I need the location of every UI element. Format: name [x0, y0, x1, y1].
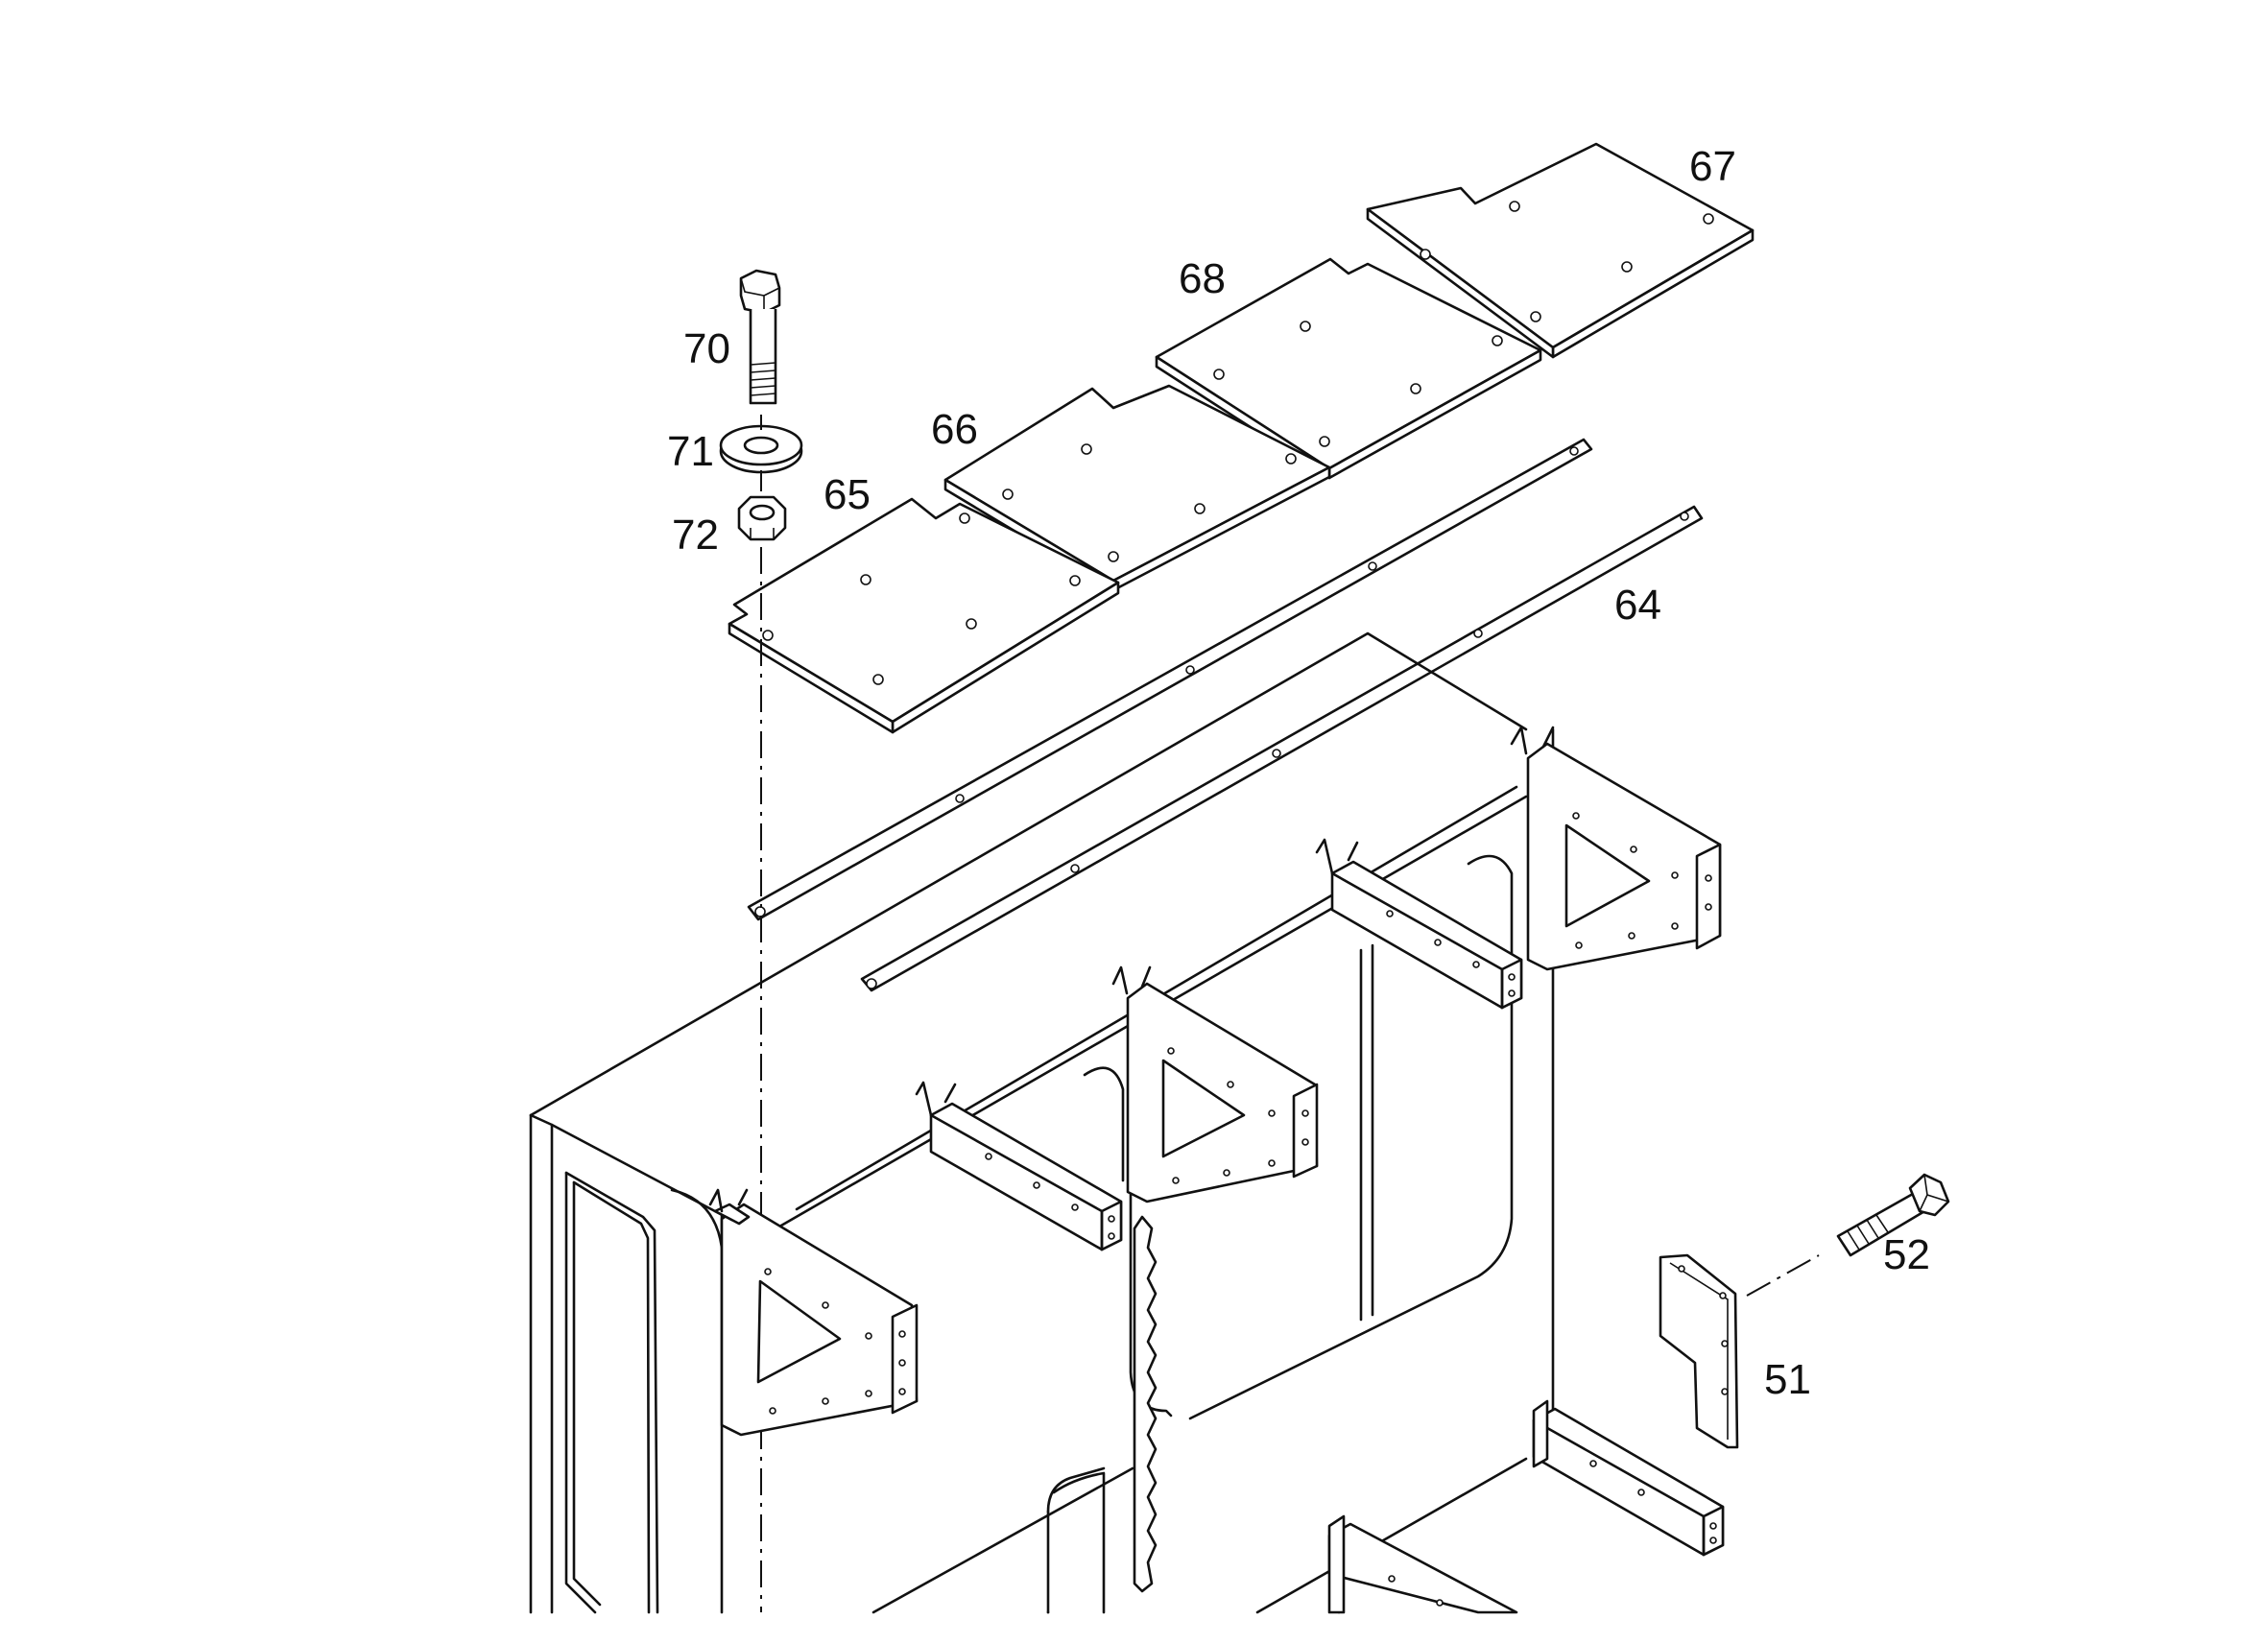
hex-bolt-52: [1836, 1173, 1950, 1257]
hex-bolt-70: [739, 269, 781, 405]
bracket-arm-rear: [1315, 838, 1523, 1010]
assembly-axis-line-51: [1746, 1254, 1820, 1297]
callout-51: 51: [1764, 1356, 1811, 1403]
floor-plate-67: [1366, 142, 1755, 359]
callout-71: 71: [667, 428, 714, 475]
callout-72: 72: [672, 512, 719, 559]
washer-71: [719, 424, 803, 474]
callout-66: 66: [931, 406, 978, 453]
bracket-large-rear: [1510, 726, 1722, 971]
bracket-arm-front: [915, 1081, 1123, 1251]
bracket-arm-lower-right: [1532, 1399, 1725, 1557]
hex-nut-72: [737, 495, 787, 541]
mounting-strip-64a: [747, 438, 1593, 921]
bracket-large-front: [708, 1188, 919, 1437]
callout-68: 68: [1179, 255, 1226, 302]
callout-70: 70: [683, 325, 730, 372]
cabinet-housing: [529, 631, 1555, 1614]
mounting-plate-51: [1659, 1253, 1739, 1449]
callout-64: 64: [1614, 582, 1661, 629]
serrated-rail: [1133, 1215, 1158, 1593]
bracket-large-middle: [1111, 965, 1319, 1203]
callout-52: 52: [1883, 1231, 1930, 1278]
floor-plate-65: [728, 497, 1120, 734]
callout-67: 67: [1689, 143, 1736, 190]
bracket-arm-lower-middle: [1327, 1514, 1518, 1614]
callout-65: 65: [824, 471, 871, 518]
